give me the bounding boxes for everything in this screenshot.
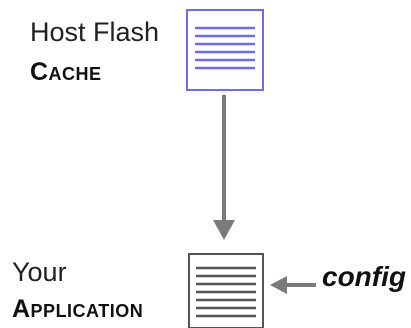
source-document-border (186, 9, 264, 91)
source-label-line2: Cache (30, 58, 102, 86)
target-label-line1: Your (12, 257, 67, 287)
arrow-down-icon (213, 95, 235, 240)
target-label-line2: Application (12, 295, 144, 323)
config-label: config (322, 261, 406, 292)
source-label-line1: Host Flash (30, 17, 160, 47)
source-document-icon (186, 9, 264, 91)
arrow-left-icon (270, 276, 316, 294)
target-document-icon (188, 253, 264, 328)
config-arrow-head (270, 276, 287, 294)
flow-arrow-head (213, 220, 235, 240)
